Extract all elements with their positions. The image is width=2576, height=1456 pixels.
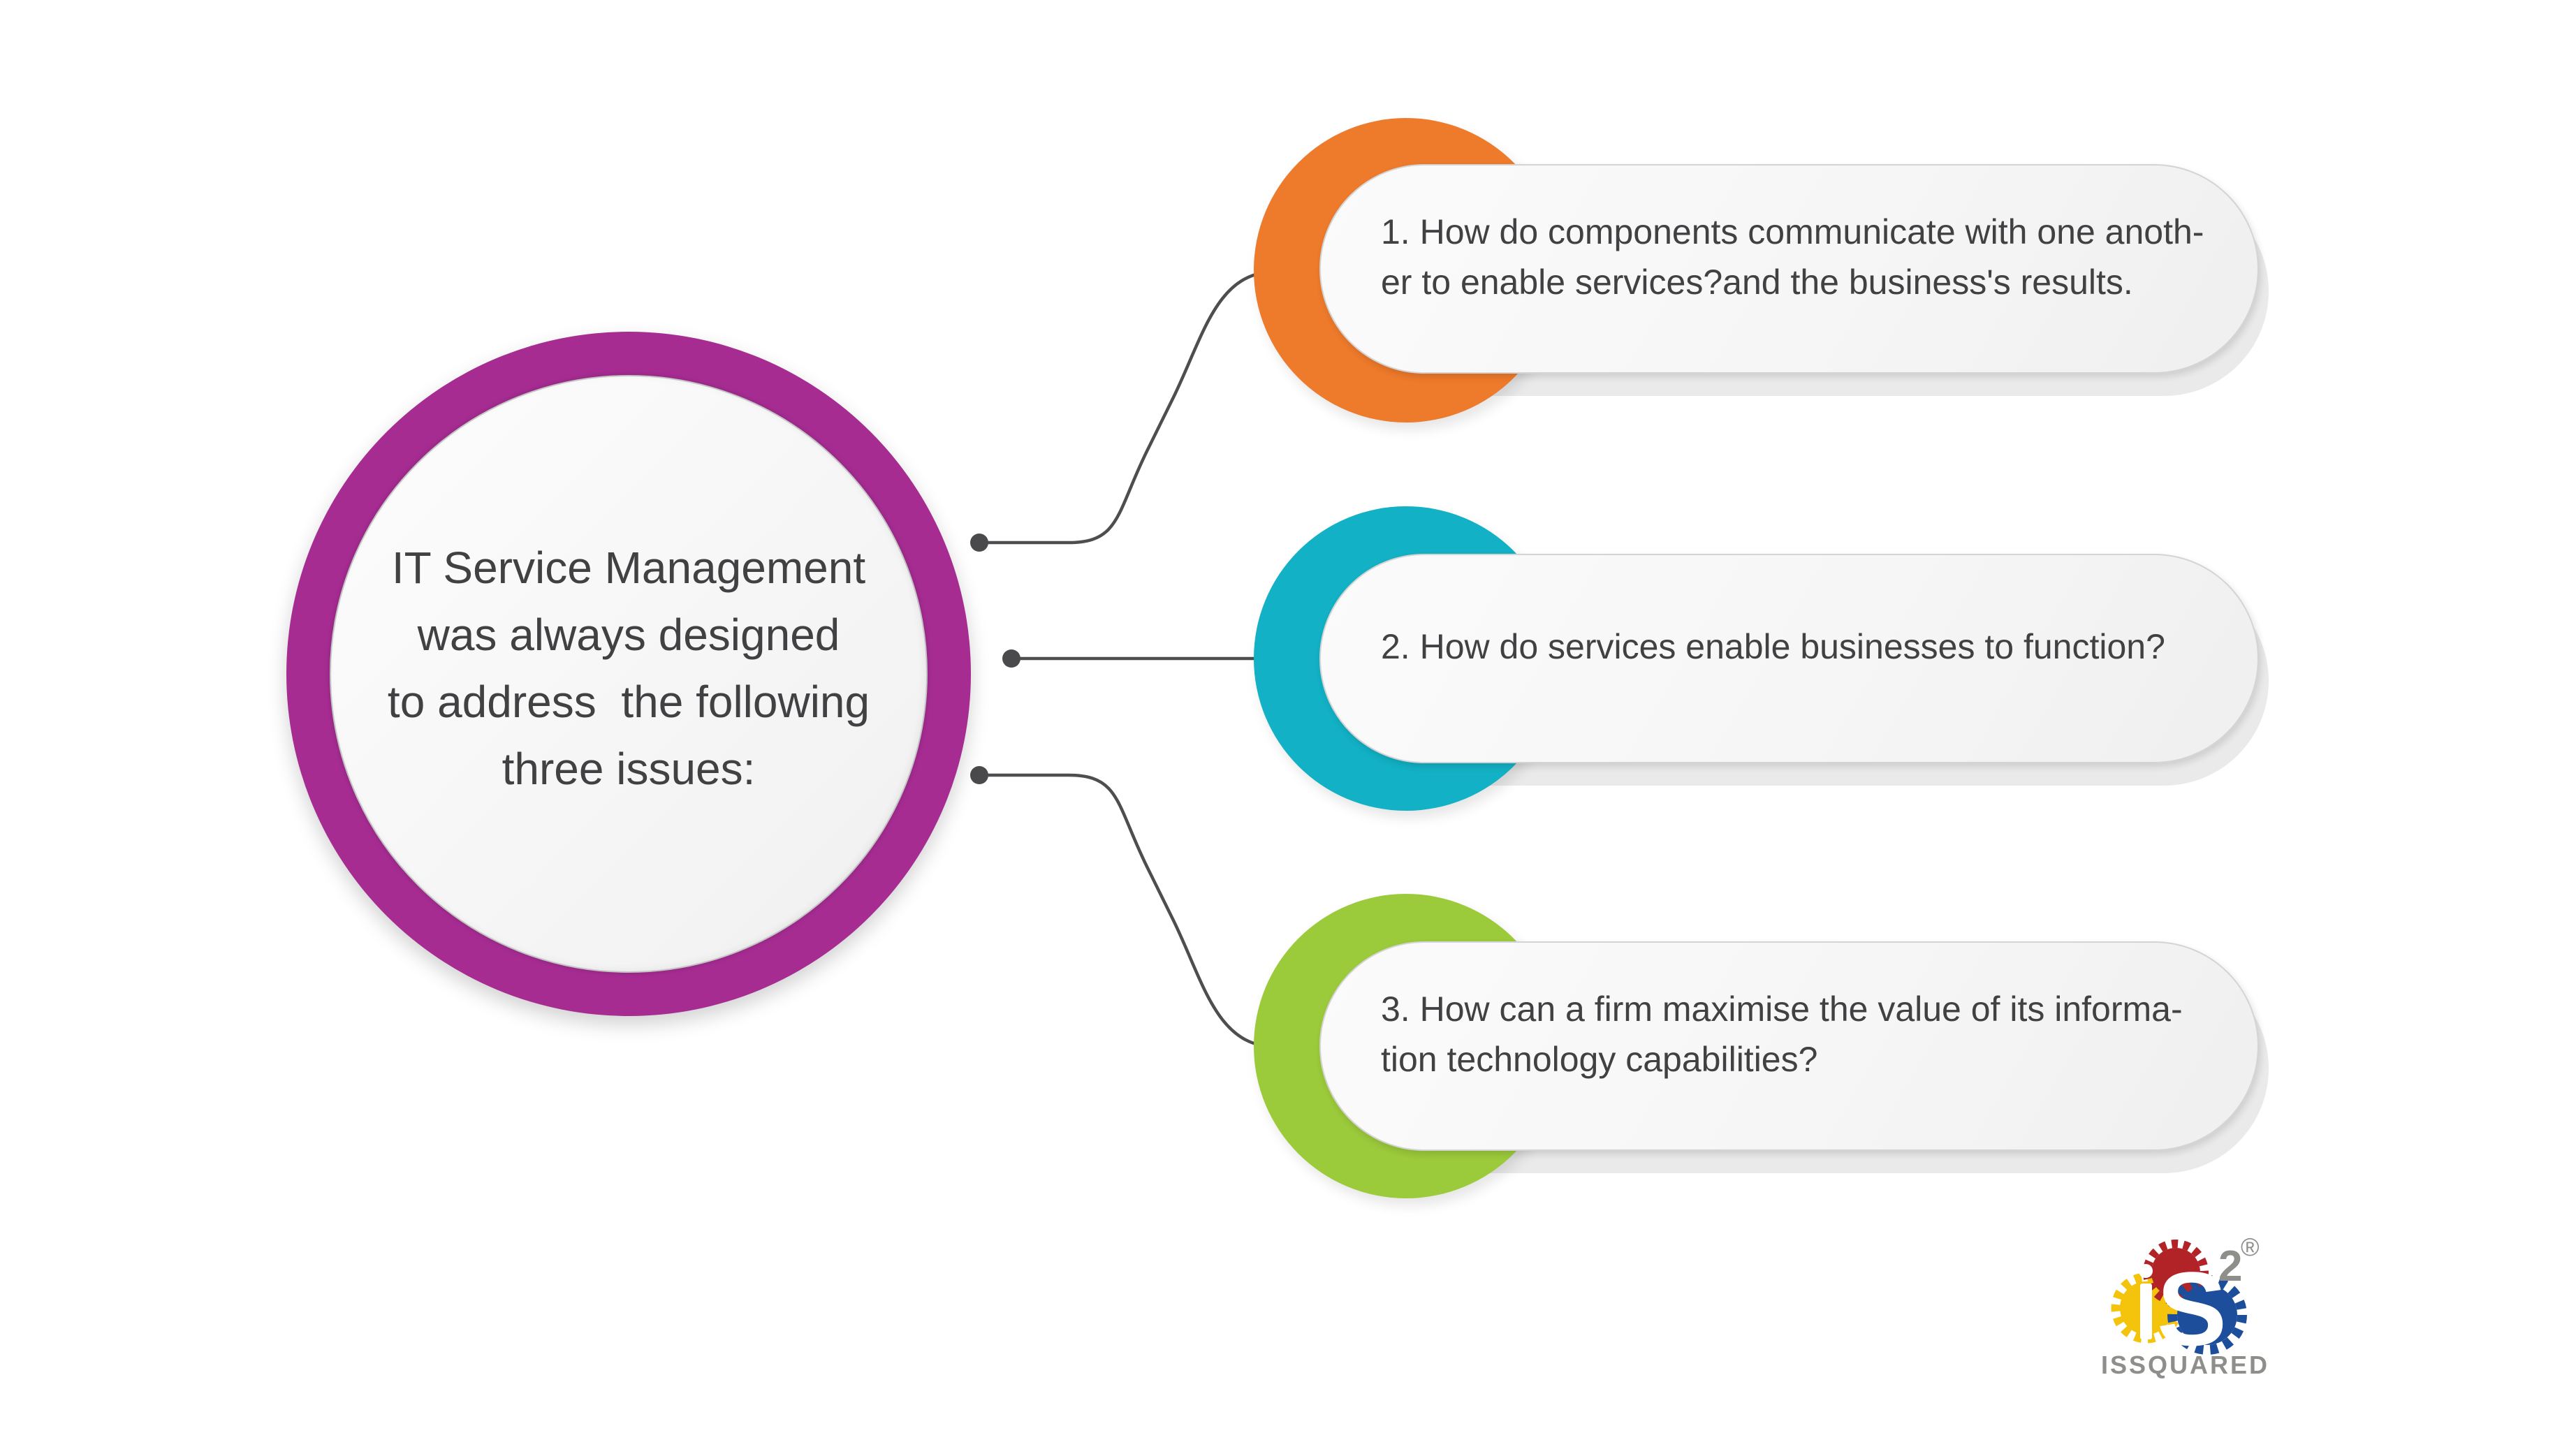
connector-line-3 — [977, 773, 1278, 1049]
connector-dot-3 — [970, 766, 988, 784]
item-2-pill: 2. How do services enable businesses to … — [1319, 554, 2259, 763]
item-1-text: 1. How do components communicate with on… — [1381, 207, 2257, 307]
central-text-line: was always designed — [417, 610, 840, 660]
item-2-text-line: 2. How do services enable businesses to … — [1381, 627, 2165, 666]
item-3-text-line: tion technology capabilities? — [1381, 1040, 1818, 1079]
logo-wordmark: ISSQUARED — [2101, 1351, 2269, 1379]
central-circle-ring: IT Service Management was always designe… — [286, 332, 971, 1016]
connector-dot-1 — [970, 534, 988, 552]
central-circle: IT Service Management was always designe… — [330, 375, 928, 973]
connector-dot-2 — [1002, 649, 1020, 668]
item-1-text-line: 1. How do components communicate with on… — [1381, 212, 2204, 251]
central-text-line: IT Service Management — [391, 543, 866, 593]
central-text-line: three issues: — [502, 744, 756, 794]
gear-blue-icon — [2167, 1275, 2247, 1355]
logo-letter-s: S — [2157, 1250, 2227, 1367]
issquared-logo: S 2 ® ISSQUARED — [2101, 1233, 2269, 1379]
item-1-pill: 1. How do components communicate with on… — [1319, 164, 2259, 374]
central-text: IT Service Management was always designe… — [388, 534, 870, 814]
item-3-text: 3. How can a firm maximise the value of … — [1381, 984, 2257, 1084]
connector-line-1 — [977, 270, 1278, 545]
logo-letter-i — [2139, 1264, 2153, 1339]
central-text-line: to address the following — [387, 677, 870, 727]
gear-red-icon — [2143, 1240, 2209, 1305]
item-2-text: 2. How do services enable businesses to … — [1381, 622, 2257, 672]
logo-superscript-2: 2 — [2218, 1242, 2242, 1290]
item-3-text-line: 3. How can a firm maximise the value of … — [1381, 990, 2183, 1029]
registered-trademark-icon: ® — [2241, 1233, 2260, 1261]
item-1-text-line: er to enable services?and the business's… — [1381, 263, 2133, 302]
item-3-pill: 3. How can a firm maximise the value of … — [1319, 941, 2259, 1151]
